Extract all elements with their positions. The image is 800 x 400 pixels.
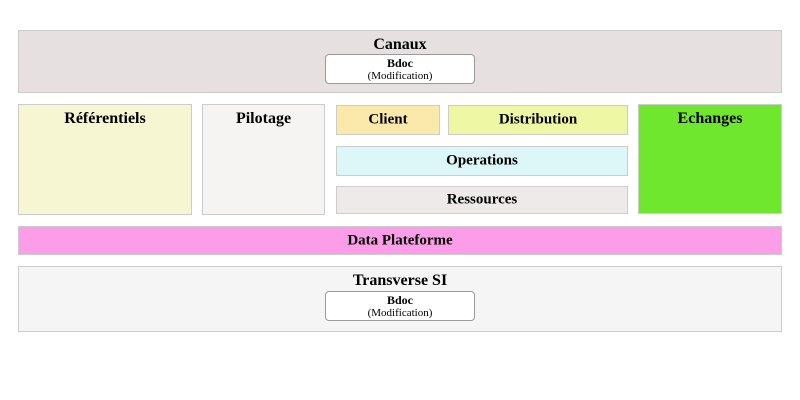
transverse-si-bdoc-subtitle: (Modification) [367, 307, 433, 319]
referentiels-block: Référentiels [18, 104, 192, 215]
pilotage-title: Pilotage [235, 110, 292, 127]
echanges-title: Echanges [677, 110, 743, 127]
canaux-bdoc-title: Bdoc [386, 56, 413, 70]
transverse-si-block: Transverse SI Bdoc (Modification) [18, 266, 782, 332]
echanges-block: Echanges [638, 104, 782, 214]
client-title: Client [368, 111, 408, 128]
ressources-block: Ressources [336, 186, 628, 214]
transverse-si-title: Transverse SI [352, 272, 448, 289]
transverse-si-bdoc-title: Bdoc [386, 293, 413, 307]
distribution-block: Distribution [448, 105, 628, 135]
distribution-title: Distribution [498, 111, 578, 128]
pilotage-block: Pilotage [202, 104, 325, 215]
client-block: Client [336, 105, 440, 135]
canaux-bdoc-subtitle: (Modification) [367, 70, 433, 82]
operations-block: Operations [336, 146, 628, 176]
transverse-si-bdoc-box: Bdoc (Modification) [325, 291, 475, 321]
ressources-title: Ressources [446, 191, 518, 208]
canaux-bdoc-box: Bdoc (Modification) [325, 54, 475, 84]
operations-title: Operations [446, 152, 518, 169]
data-plateforme-block: Data Plateforme [18, 226, 782, 255]
referentiels-title: Référentiels [64, 110, 146, 127]
data-plateforme-title: Data Plateforme [347, 232, 453, 248]
canaux-title: Canaux [373, 36, 427, 53]
canaux-block: Canaux Bdoc (Modification) [18, 30, 782, 93]
